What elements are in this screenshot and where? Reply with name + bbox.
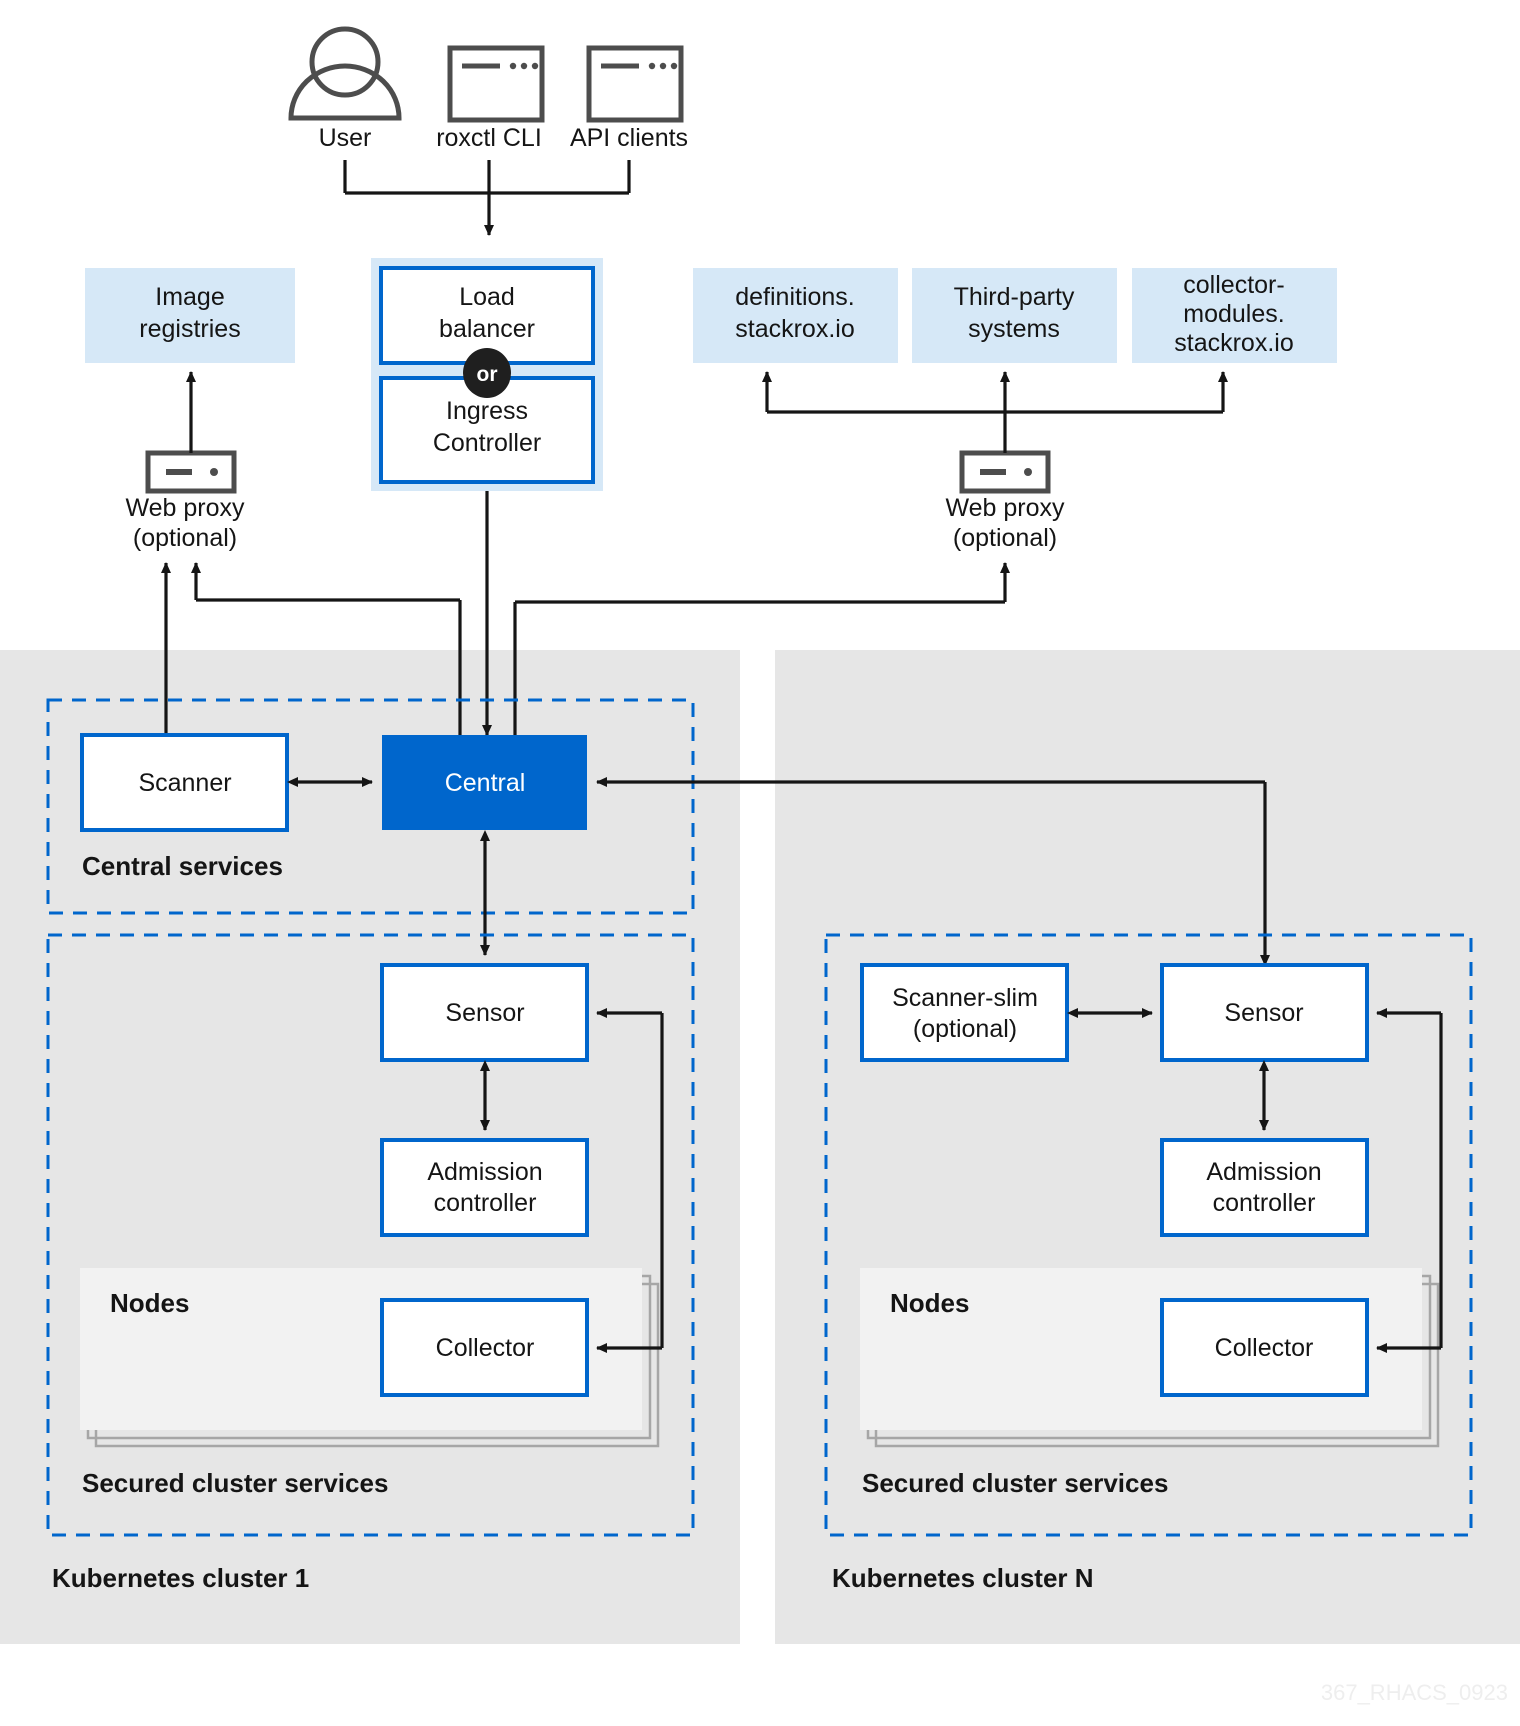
connector-central-to-webproxy-left — [161, 562, 462, 735]
cluster-n-sensor-box[interactable] — [1160, 963, 1369, 1062]
ingress-controller-line-1: Ingress — [446, 397, 528, 425]
external-box-collector-modules — [1132, 268, 1337, 363]
person-icon — [288, 26, 402, 121]
cluster-1-admission-controller-box[interactable] — [380, 1138, 589, 1237]
connector-central-to-webproxy-right — [513, 562, 1010, 735]
cluster-n-secured-label: Secured cluster services — [862, 1468, 1168, 1498]
cluster-1-sensor-label: Sensor — [445, 999, 524, 1027]
external-box-image-registries — [85, 268, 295, 363]
collector-modules-line-2: modules. — [1183, 300, 1284, 328]
image-registries-line-1: Image — [155, 283, 224, 311]
cluster-1-collector-label: Collector — [436, 1334, 535, 1362]
load-balancer-box[interactable] — [379, 266, 595, 365]
cluster-n-sensor-label: Sensor — [1224, 999, 1303, 1027]
cluster-n-scanner-slim-box[interactable] — [860, 963, 1069, 1062]
cluster-1-collector-box[interactable] — [380, 1298, 589, 1397]
or-badge — [463, 348, 511, 398]
actor-label-user: User — [319, 124, 372, 152]
definitions-line-1: definitions. — [735, 283, 855, 311]
cluster-n-collector-box[interactable] — [1160, 1298, 1369, 1397]
cluster-n-label: Kubernetes cluster N — [832, 1563, 1094, 1593]
connector-webproxy-right-fanout — [762, 371, 1228, 453]
cluster-n-scanner-slim-line-1: Scanner-slim — [892, 984, 1038, 1012]
terminal-window-icon-api — [586, 45, 684, 123]
server-appliance-icon-left — [145, 450, 237, 494]
actor-label-roxctl: roxctl CLI — [436, 124, 542, 152]
cluster-n-secured-dashed-region — [824, 933, 1473, 1537]
collector-modules-line-3: stackrox.io — [1174, 329, 1293, 357]
central-services-label: Central services — [82, 851, 283, 881]
central-services-dashed-region — [46, 698, 695, 915]
load-balancer-line-1: Load — [459, 283, 515, 311]
server-appliance-icon-right — [959, 450, 1051, 494]
central-label: Central — [445, 769, 526, 797]
cluster-1-admission-line-2: controller — [434, 1189, 537, 1217]
cluster-n-admission-line-1: Admission — [1206, 1158, 1321, 1186]
terminal-window-icon-roxctl — [447, 45, 545, 123]
scanner-box[interactable] — [80, 733, 289, 832]
external-box-definitions-stackrox — [693, 268, 898, 363]
load-balancer-line-2: balancer — [439, 315, 535, 343]
image-registries-line-2: registries — [139, 315, 240, 343]
definitions-line-2: stackrox.io — [735, 315, 854, 343]
ingress-controller-line-2: Controller — [433, 429, 541, 457]
cluster-n-admission-line-2: controller — [1213, 1189, 1316, 1217]
connector-cluster-1-collector-sensor — [596, 1008, 664, 1353]
third-party-line-2: systems — [968, 315, 1060, 343]
third-party-line-1: Third-party — [954, 283, 1075, 311]
connector-cluster-n-collector-sensor — [1376, 1008, 1443, 1353]
cluster-n-nodes-label: Nodes — [890, 1288, 969, 1318]
external-box-third-party-systems — [912, 268, 1117, 363]
collector-modules-line-1: collector- — [1183, 271, 1284, 299]
cluster-1-nodes-label: Nodes — [110, 1288, 189, 1318]
cluster-1-sensor-box[interactable] — [380, 963, 589, 1062]
web-proxy-left-line-2: (optional) — [133, 524, 237, 552]
actor-label-api-clients: API clients — [570, 124, 688, 152]
scanner-label: Scanner — [138, 769, 231, 797]
cluster-1-label: Kubernetes cluster 1 — [52, 1563, 309, 1593]
web-proxy-right-line-1: Web proxy — [945, 494, 1065, 522]
cluster-n-collector-label: Collector — [1215, 1334, 1314, 1362]
web-proxy-left-line-1: Web proxy — [125, 494, 245, 522]
cluster-n-region — [775, 650, 1520, 1644]
connector-actors-to-entrypoint — [343, 160, 631, 236]
cluster-1-admission-line-1: Admission — [427, 1158, 542, 1186]
central-box[interactable] — [382, 735, 587, 830]
cluster-1-secured-dashed-region — [46, 933, 695, 1537]
cluster-n-admission-controller-box[interactable] — [1160, 1138, 1369, 1237]
watermark-label: 367_RHACS_0923 — [1321, 1680, 1508, 1705]
cluster-n-scanner-slim-line-2: (optional) — [913, 1015, 1017, 1043]
or-badge-label: or — [477, 363, 498, 386]
web-proxy-right-line-2: (optional) — [953, 524, 1057, 552]
cluster-1-secured-label: Secured cluster services — [82, 1468, 388, 1498]
